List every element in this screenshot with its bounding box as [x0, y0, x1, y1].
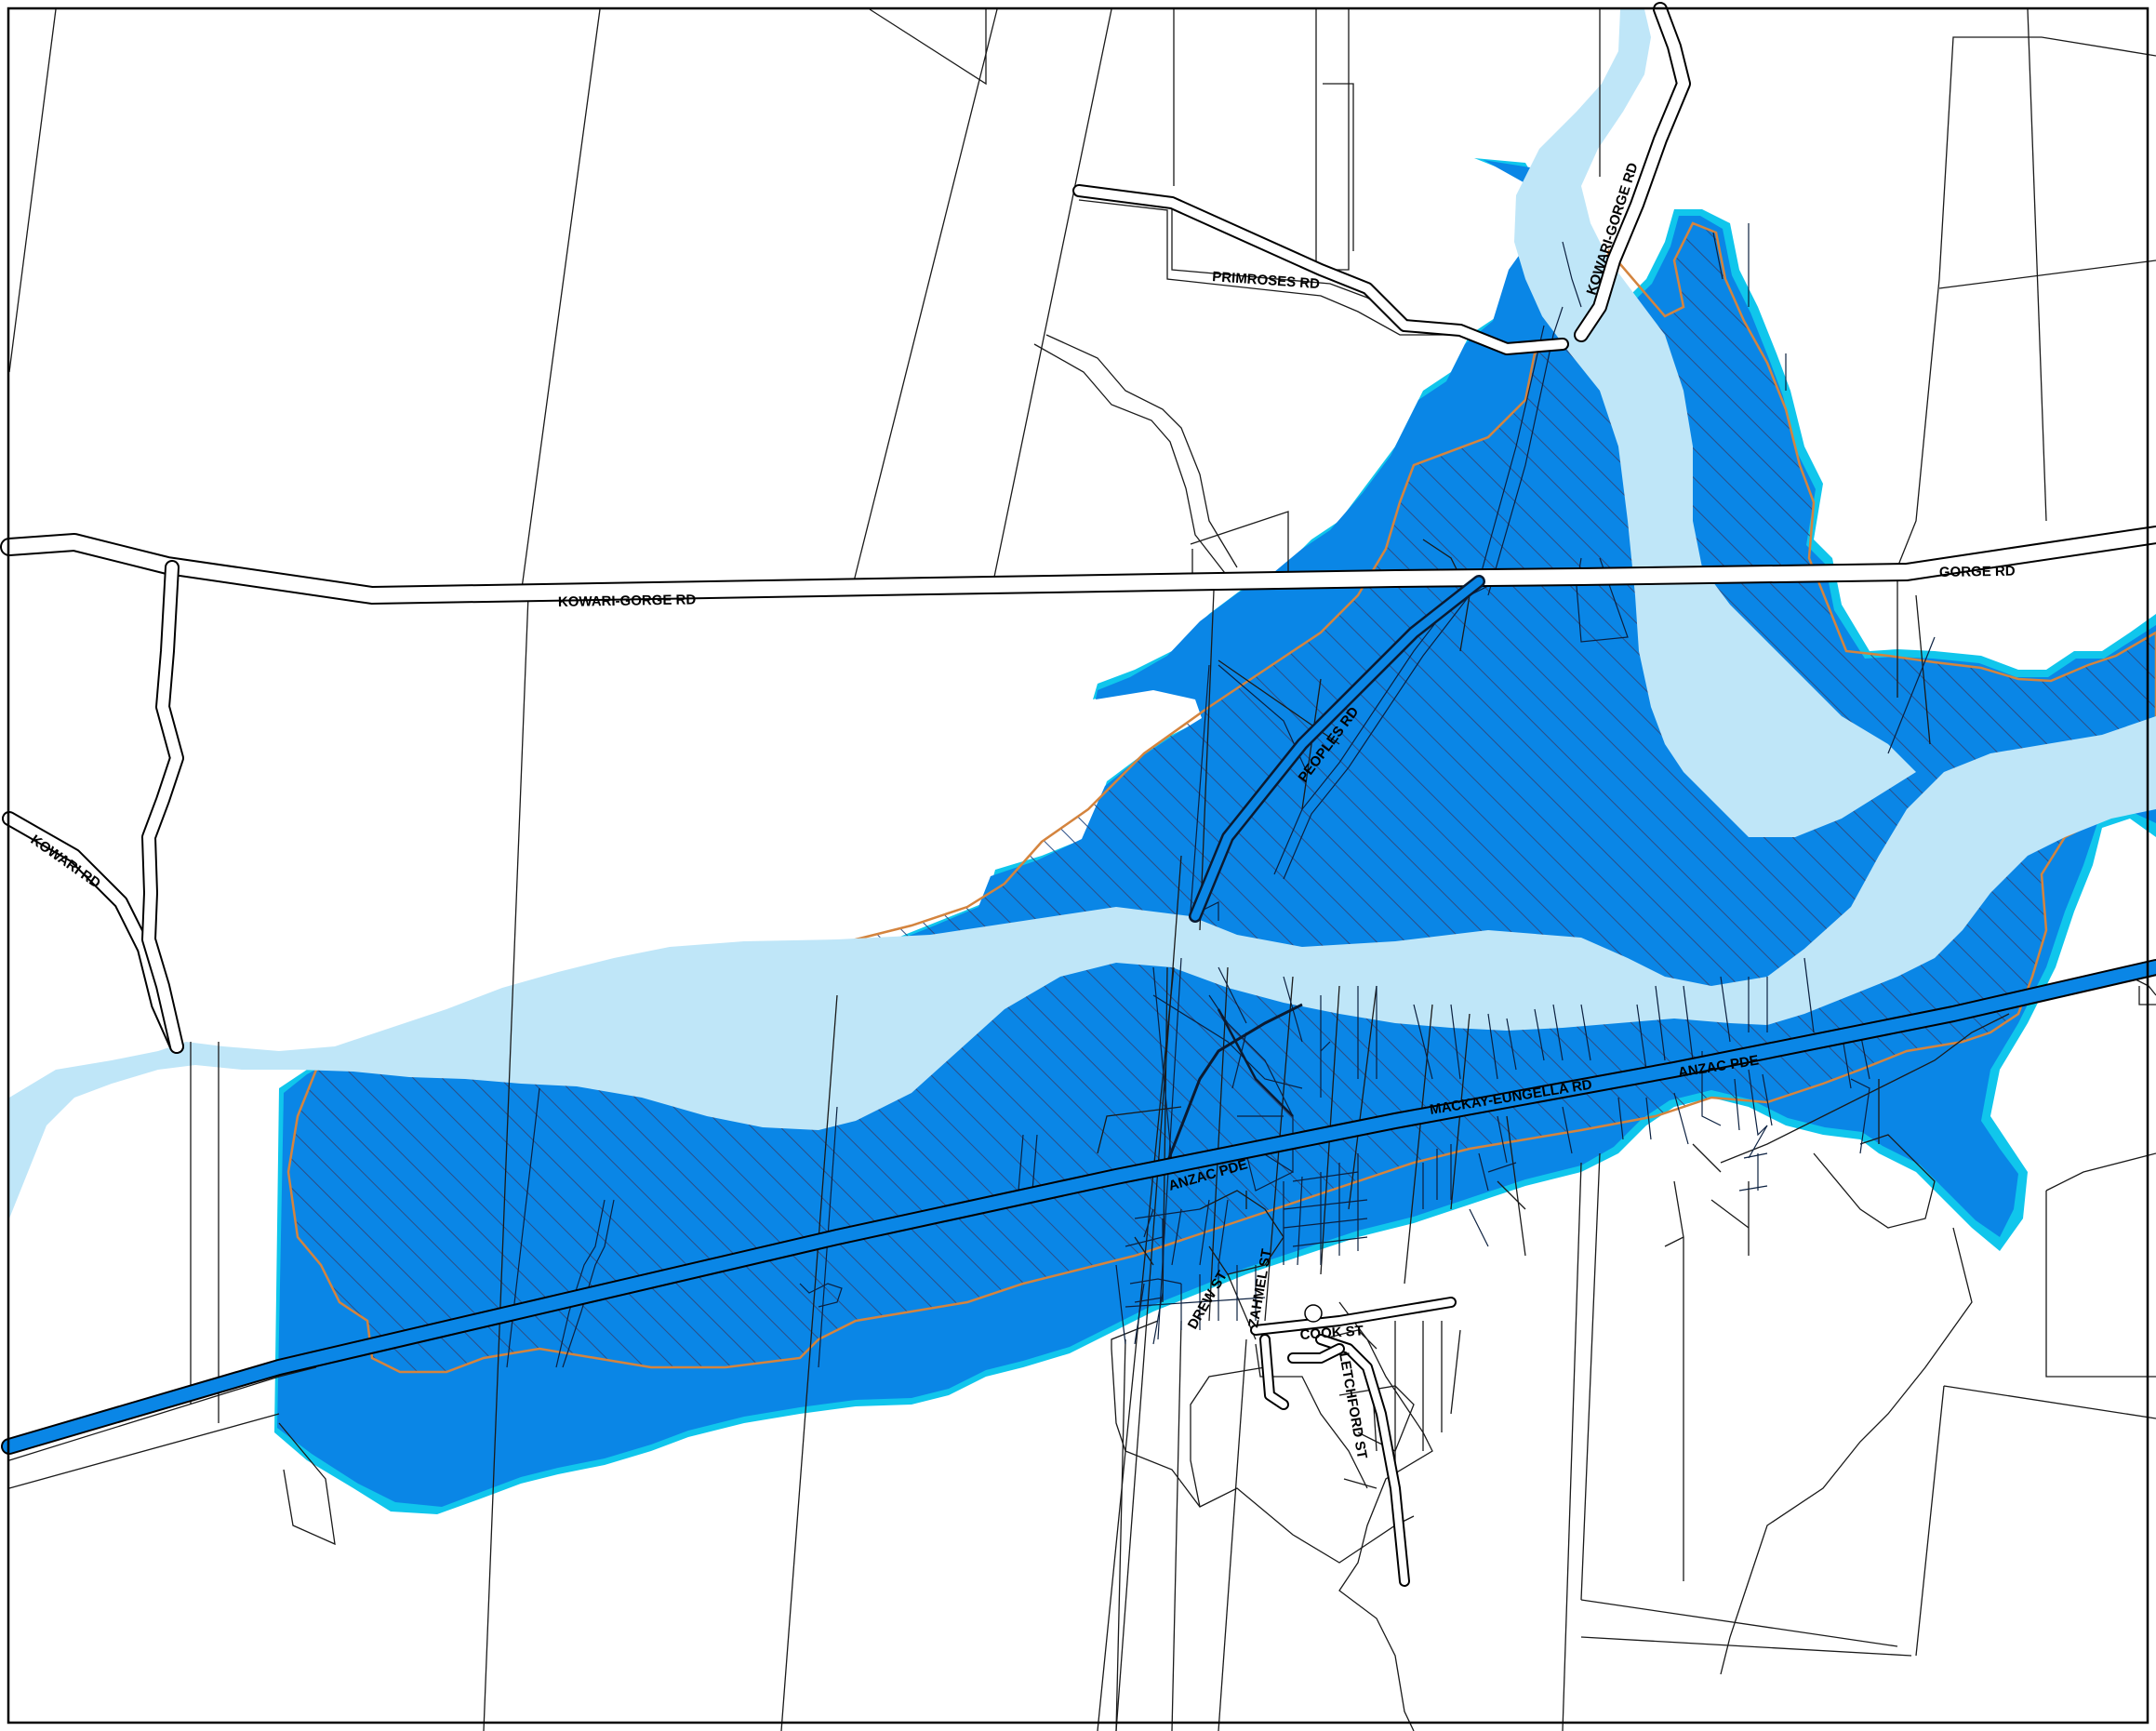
label-kowari-gorge-rd-main: KOWARI-GORGE RD	[558, 592, 697, 610]
roundabout	[1304, 1304, 1323, 1323]
internal-track-2	[1217, 1008, 1294, 1117]
river-channel	[9, 9, 2156, 1218]
label-gorge-rd: GORGE RD	[1939, 564, 2016, 580]
internal-track	[1165, 1003, 1303, 1164]
road-network	[0, 2, 2156, 1587]
map-frame	[7, 7, 2149, 1724]
label-cook-st: COOK ST	[1299, 1323, 1364, 1343]
